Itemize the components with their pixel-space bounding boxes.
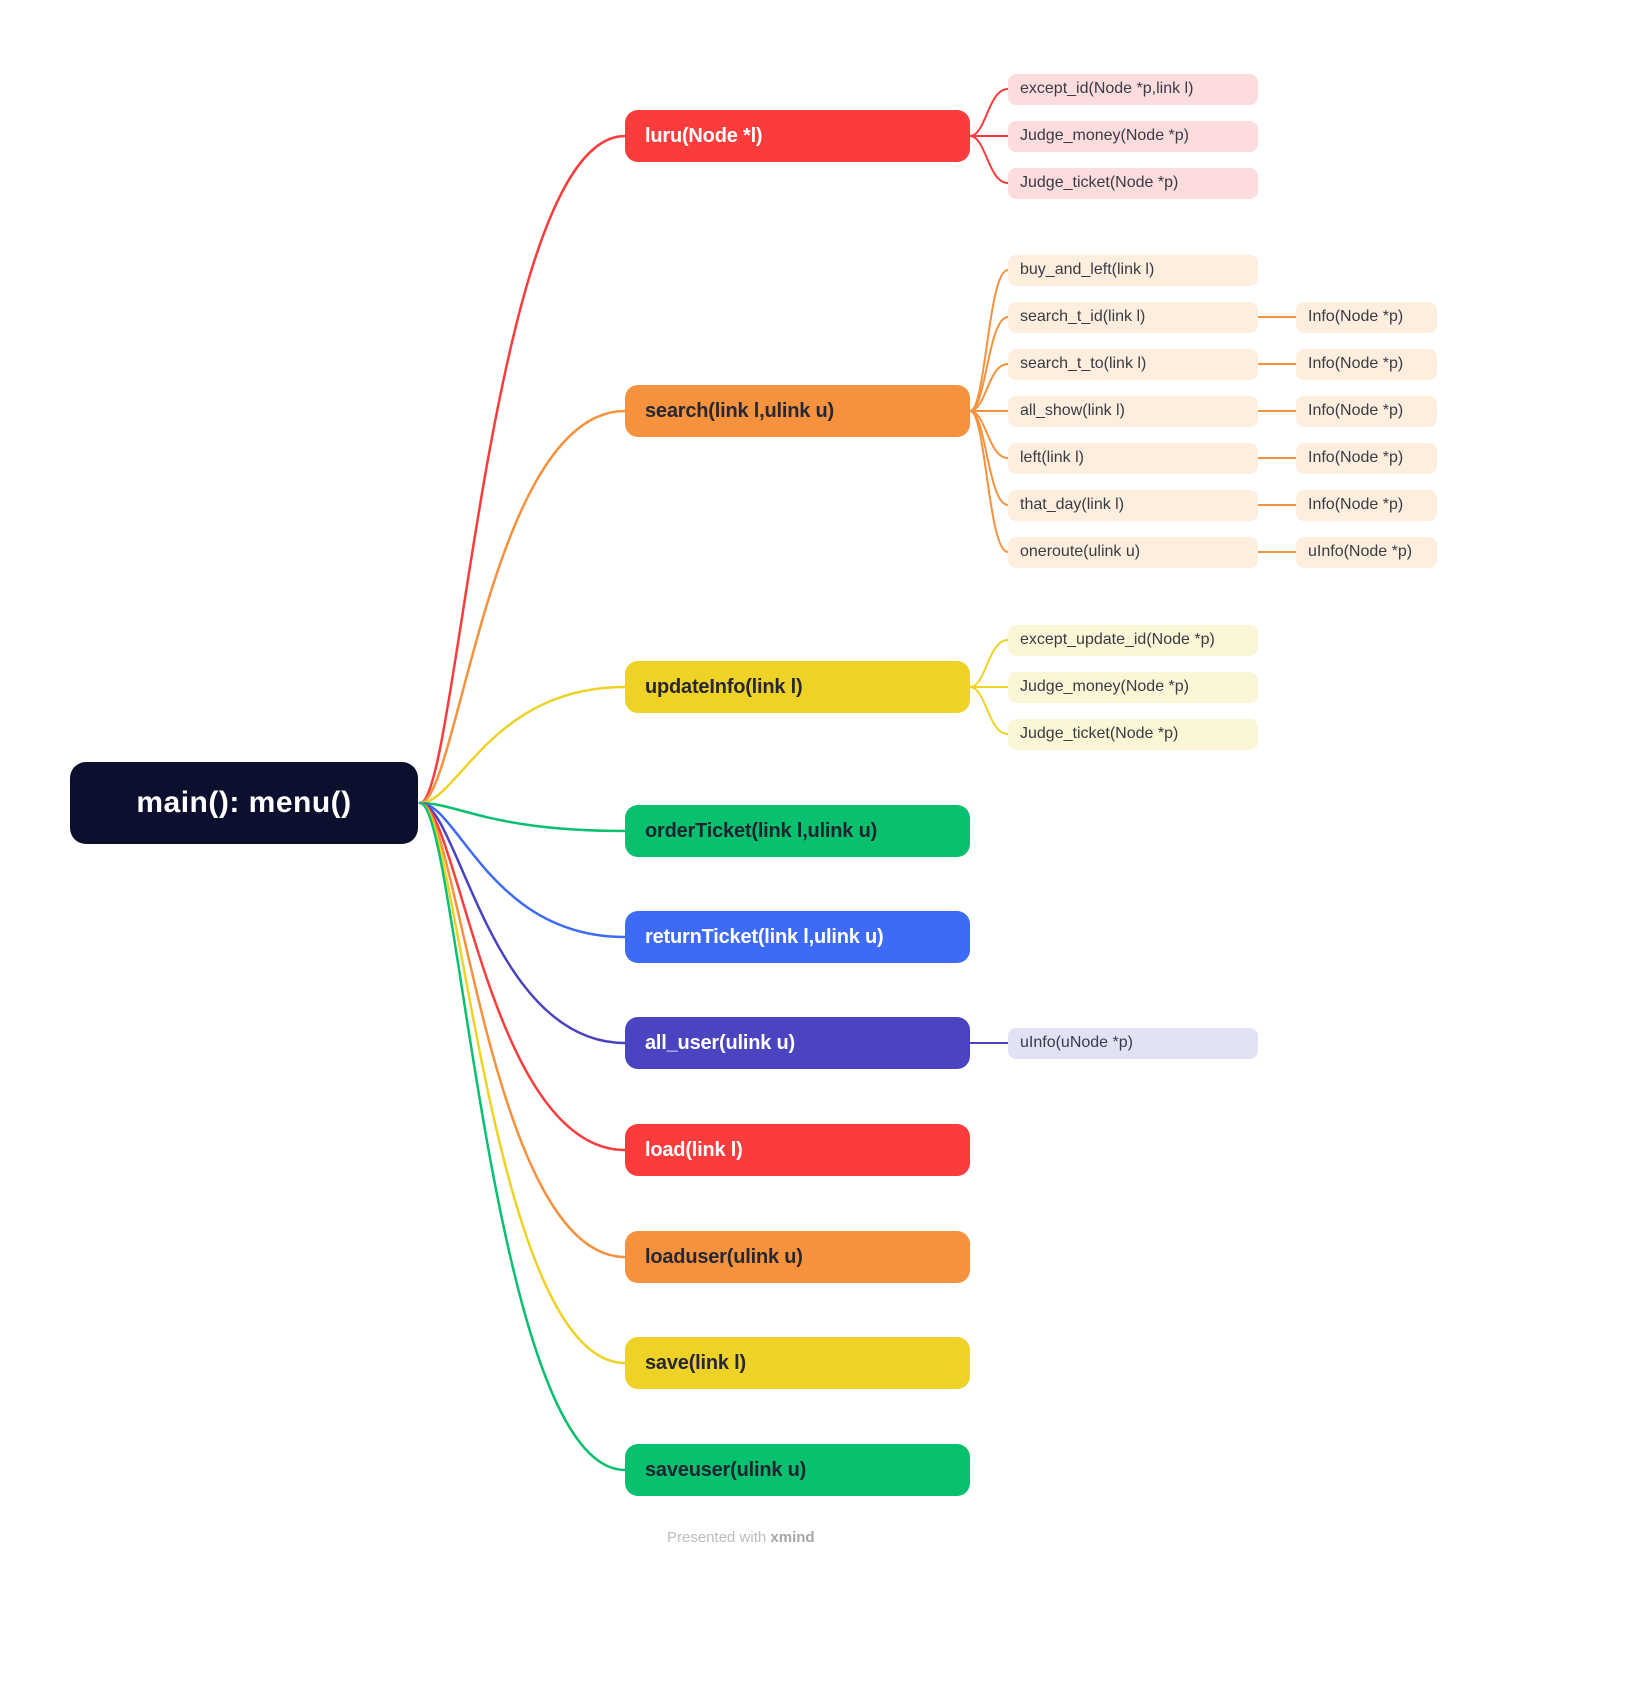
topic-loaduser[interactable]: loaduser(ulink u) — [625, 1231, 970, 1283]
topic-luru[interactable]: luru(Node *l) — [625, 110, 970, 162]
connector-line — [969, 88, 1009, 137]
subtopic-info-label: Info(Node *p) — [1308, 355, 1404, 372]
subtopic-judge_money-label: Judge_money(Node *p) — [1020, 127, 1189, 144]
subtopic-search_t_to[interactable]: search_t_to(link l) — [1008, 348, 1258, 380]
subtopic-all_show-label: all_show(link l) — [1020, 402, 1125, 419]
subtopic-left[interactable]: left(link l) — [1008, 442, 1258, 474]
root-topic[interactable]: main(): menu() — [70, 762, 418, 844]
subtopic-judge_ticket[interactable]: Judge_ticket(Node *p) — [1008, 718, 1258, 750]
subtopic-that_day-label: that_day(link l) — [1020, 496, 1125, 513]
connector-line — [969, 316, 1009, 412]
subtopic-buy_and_left[interactable]: buy_and_left(link l) — [1008, 254, 1258, 286]
topic-search[interactable]: search(link l,ulink u) — [625, 385, 970, 437]
root-topic-label: main(): menu() — [136, 786, 352, 819]
subtopic-judge_ticket[interactable]: Judge_ticket(Node *p) — [1008, 167, 1258, 199]
connector-line — [418, 685, 627, 805]
connector-line — [969, 686, 1009, 735]
subtopic-left-label: left(link l) — [1020, 449, 1085, 466]
subtopic-search_t_to-label: search_t_to(link l) — [1020, 355, 1147, 372]
topic-updateinfo-label: updateInfo(link l) — [645, 675, 803, 698]
subtopic-info[interactable]: Info(Node *p) — [1296, 301, 1437, 333]
topic-save-label: save(link l) — [645, 1351, 746, 1374]
watermark-brand: xmind — [770, 1529, 815, 1546]
topic-saveuser[interactable]: saveuser(ulink u) — [625, 1444, 970, 1496]
subtopic-judge_money-label: Judge_money(Node *p) — [1020, 678, 1189, 695]
subtopic-uinfo-label: uInfo(Node *p) — [1308, 543, 1413, 560]
subtopic-info-label: Info(Node *p) — [1308, 449, 1404, 466]
subtopic-search_t_id[interactable]: search_t_id(link l) — [1008, 301, 1258, 333]
subtopic-uinfo[interactable]: uInfo(Node *p) — [1296, 536, 1437, 568]
watermark-text: Presented with — [667, 1529, 767, 1546]
topic-updateinfo[interactable]: updateInfo(link l) — [625, 661, 970, 713]
topic-load[interactable]: load(link l) — [625, 1124, 970, 1176]
topic-returnticket[interactable]: returnTicket(link l,ulink u) — [625, 911, 970, 963]
subtopic-except_update_id-label: except_update_id(Node *p) — [1020, 631, 1215, 648]
subtopic-uinfo[interactable]: uInfo(uNode *p) — [1008, 1027, 1258, 1059]
subtopic-judge_ticket-label: Judge_ticket(Node *p) — [1020, 174, 1179, 191]
connector-line — [418, 801, 627, 1472]
connector-line — [418, 801, 627, 1365]
subtopic-info[interactable]: Info(Node *p) — [1296, 489, 1437, 521]
connector-line — [969, 639, 1009, 688]
topic-save[interactable]: save(link l) — [625, 1337, 970, 1389]
subtopic-except_id[interactable]: except_id(Node *p,link l) — [1008, 73, 1258, 105]
connector-line — [418, 134, 627, 805]
connector-line — [418, 801, 627, 939]
subtopic-judge_money[interactable]: Judge_money(Node *p) — [1008, 120, 1258, 152]
topic-orderticket-label: orderTicket(link l,ulink u) — [645, 819, 878, 842]
topic-loaduser-label: loaduser(ulink u) — [645, 1245, 803, 1268]
subtopic-oneroute[interactable]: oneroute(ulink u) — [1008, 536, 1258, 568]
topic-luru-label: luru(Node *l) — [645, 124, 763, 147]
subtopic-buy_and_left-label: buy_and_left(link l) — [1020, 261, 1155, 278]
connector-line — [969, 363, 1009, 412]
topic-search-label: search(link l,ulink u) — [645, 399, 834, 422]
subtopic-info[interactable]: Info(Node *p) — [1296, 348, 1437, 380]
topic-returnticket-label: returnTicket(link l,ulink u) — [645, 925, 884, 948]
subtopic-info-label: Info(Node *p) — [1308, 496, 1404, 513]
watermark: Presented with xmind — [667, 1529, 815, 1546]
subtopic-except_id-label: except_id(Node *p,link l) — [1020, 80, 1194, 97]
subtopic-oneroute-label: oneroute(ulink u) — [1020, 543, 1141, 560]
connector-line — [418, 409, 627, 805]
subtopic-info[interactable]: Info(Node *p) — [1296, 395, 1437, 427]
subtopic-uinfo-label: uInfo(uNode *p) — [1020, 1034, 1133, 1051]
connector-line — [969, 269, 1009, 412]
connector-line — [418, 801, 627, 833]
subtopic-info-label: Info(Node *p) — [1308, 308, 1404, 325]
connector-line — [418, 801, 627, 1045]
subtopic-judge_ticket-label: Judge_ticket(Node *p) — [1020, 725, 1179, 742]
subtopic-that_day[interactable]: that_day(link l) — [1008, 489, 1258, 521]
topic-all_user[interactable]: all_user(ulink u) — [625, 1017, 970, 1069]
subtopic-except_update_id[interactable]: except_update_id(Node *p) — [1008, 624, 1258, 656]
connector-line — [969, 410, 1009, 553]
topic-all_user-label: all_user(ulink u) — [645, 1031, 795, 1054]
subtopic-all_show[interactable]: all_show(link l) — [1008, 395, 1258, 427]
subtopic-search_t_id-label: search_t_id(link l) — [1020, 308, 1146, 325]
connector-line — [418, 801, 627, 1259]
subtopic-info-label: Info(Node *p) — [1308, 402, 1404, 419]
topic-saveuser-label: saveuser(ulink u) — [645, 1458, 807, 1481]
topic-load-label: load(link l) — [645, 1138, 743, 1161]
subtopic-judge_money[interactable]: Judge_money(Node *p) — [1008, 671, 1258, 703]
connector-line — [969, 135, 1009, 184]
topic-orderticket[interactable]: orderTicket(link l,ulink u) — [625, 805, 970, 857]
connector-line — [418, 801, 627, 1152]
subtopic-info[interactable]: Info(Node *p) — [1296, 442, 1437, 474]
